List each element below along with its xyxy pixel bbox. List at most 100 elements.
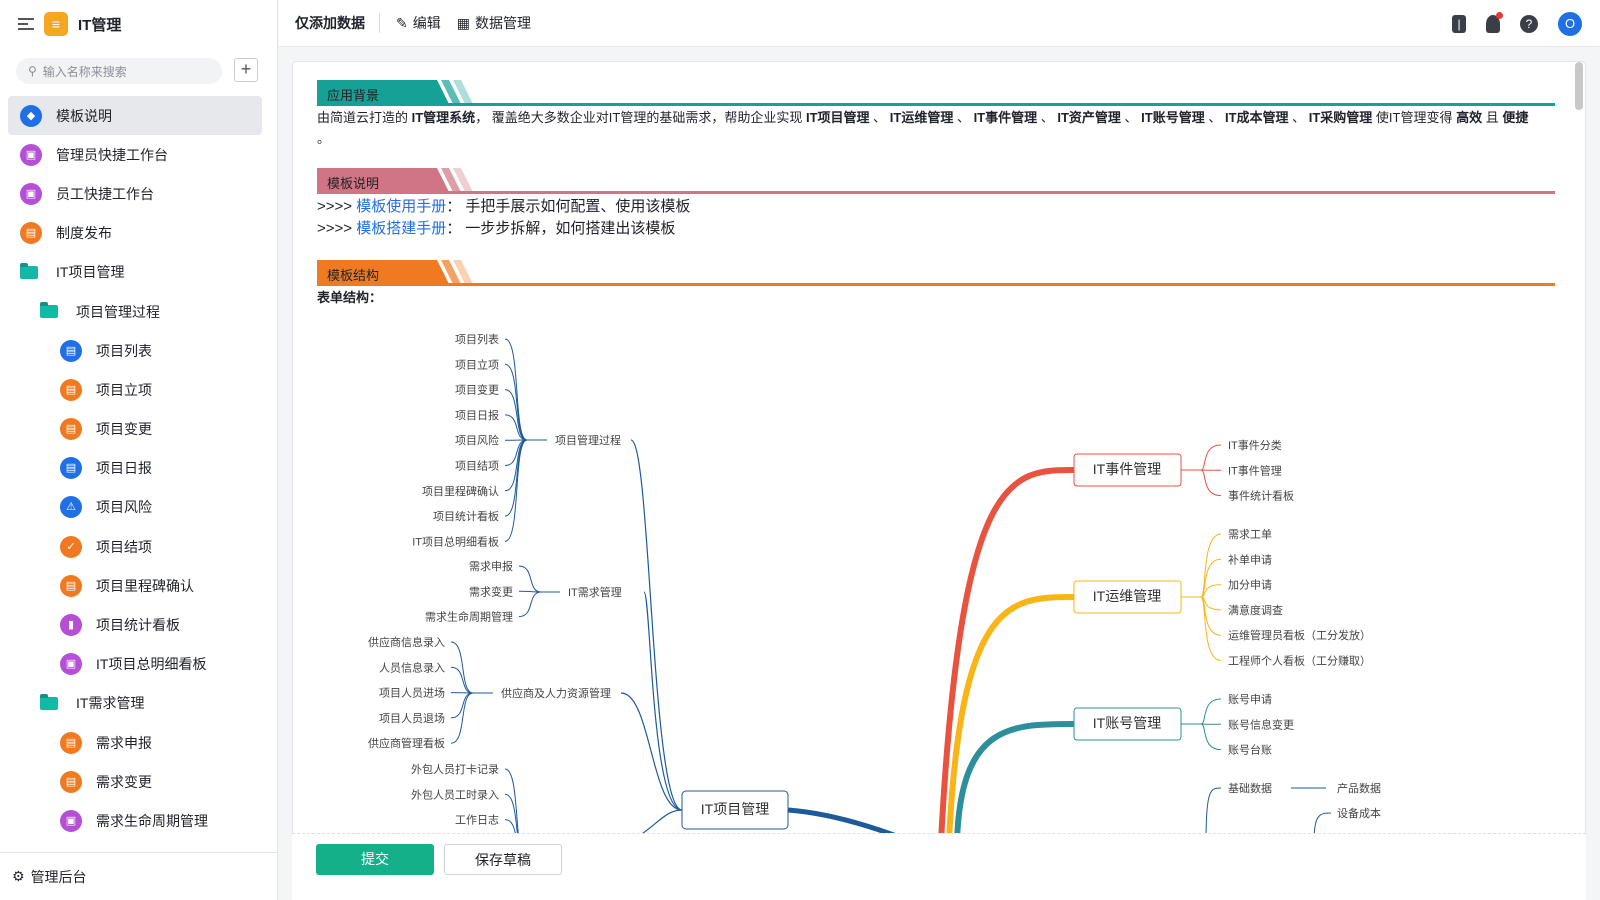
sidebar-item-label: IT项目管理 [56, 264, 125, 281]
edit-label: 编辑 [412, 15, 441, 31]
form-footer: 提交 保存草稿 [292, 833, 1586, 900]
intro-run: ， 覆盖绝大多数企业对IT管理的基础需求，帮助企业实现 [475, 110, 806, 125]
mindmap-link [1200, 723, 1222, 751]
mindmap-link [450, 666, 474, 694]
sidebar-item[interactable]: IT项目管理 [8, 253, 262, 292]
intro-run: 便捷 [1502, 110, 1529, 125]
mindmap-node: IT事件分类 [1228, 438, 1282, 452]
mindmap-link [518, 591, 542, 618]
mindmap-link [1200, 444, 1222, 471]
intro-run: 、 [953, 110, 974, 125]
section-title: 模板结构 [317, 260, 427, 284]
prefix: >>>> [317, 198, 357, 215]
mindmap-node: 项目人员退场 [379, 711, 445, 725]
sidebar-item-label: 模板说明 [56, 107, 112, 124]
content-card: 应用背景 由简道云打造的 IT管理系统， 覆盖绝大多数企业对IT管理的基础需求，… [292, 61, 1586, 900]
avatar[interactable]: O [1558, 12, 1582, 36]
intro-run: IT成本管理 [1224, 110, 1289, 125]
intro-run: IT账号管理 [1141, 110, 1205, 125]
mindmap-node: 项目里程碑确认 [422, 485, 499, 498]
mindmap-node: IT事件管理 [1228, 463, 1282, 477]
sidebar-item[interactable]: ◆ 模板说明 [8, 96, 262, 136]
sidebar-item-label: 需求申报 [96, 734, 152, 751]
intro-run: 使IT管理变得 [1372, 110, 1457, 125]
sidebar-item-label: 项目里程碑确认 [96, 577, 194, 594]
brand: ≡ IT管理 [18, 12, 121, 36]
sidebar-item[interactable]: ▮项目统计看板 [8, 605, 262, 644]
mindmap-node: 供应商信息录入 [368, 635, 445, 649]
mindmap-link [504, 414, 528, 441]
mindmap-link [1200, 698, 1222, 725]
scrollbar[interactable] [1575, 62, 1583, 110]
folder-icon [20, 262, 38, 279]
mindmap-link [450, 692, 474, 719]
form-icon: ▤ [60, 378, 82, 401]
sidebar-item[interactable]: IT需求管理 [8, 684, 262, 723]
mindmap-node: 工作日志 [455, 814, 499, 827]
mindmap-node: 需求变更 [469, 584, 513, 598]
sidebar-item-label: 项目变更 [96, 421, 152, 438]
submit-button[interactable]: 提交 [316, 844, 434, 875]
mindmap-group: 项目管理过程 [555, 433, 621, 447]
sidebar-item-label: 项目结项 [96, 538, 152, 555]
intro-run: 、 [1288, 110, 1309, 125]
sidebar-item-label: 员工快捷工作台 [56, 185, 154, 202]
menu-icon[interactable] [18, 18, 34, 30]
mindmap-node: 需求生命周期管理 [425, 610, 513, 624]
intro-run: IT运维管理 [889, 110, 954, 125]
sidebar-item[interactable]: ▤需求变更 [8, 762, 262, 801]
bell-icon[interactable] [1486, 12, 1503, 33]
form-icon: ▤ [60, 339, 82, 362]
mindmap-node: 项目人员进场 [379, 686, 445, 700]
sidebar-item[interactable]: ▤制度发布 [8, 214, 262, 253]
intro-run: 。 [317, 131, 331, 146]
warning-icon: ⚠ [60, 496, 82, 519]
mindmap-link [450, 692, 474, 744]
manual-link[interactable]: 模板使用手册 [356, 198, 447, 215]
mindmap-link [504, 439, 528, 542]
shield-icon: ✓ [60, 535, 82, 558]
section-title: 模板说明 [317, 168, 427, 192]
save-draft-button[interactable]: 保存草稿 [444, 844, 562, 875]
sidebar-item[interactable]: ▤需求申报 [8, 723, 262, 762]
mindmap-node: 项目变更 [455, 383, 499, 397]
mindmap-node: 人员信息录入 [379, 660, 445, 674]
sidebar-item[interactable]: ▣需求生命周期管理 [8, 801, 262, 840]
manual-link[interactable]: 模板搭建手册 [356, 220, 447, 237]
mindmap-node: 项目风险 [455, 433, 499, 447]
add-button[interactable]: + [234, 58, 258, 82]
dashboard-icon: ▣ [20, 182, 42, 205]
data-manage-button[interactable]: ▦数据管理 [457, 13, 531, 33]
sidebar-item[interactable]: ▤项目日报 [8, 449, 262, 488]
admin-link[interactable]: ⚙管理后台 [0, 852, 278, 900]
edit-button[interactable]: ✎编辑 [396, 13, 441, 33]
sidebar-item[interactable]: ▤项目列表 [8, 331, 262, 370]
mindmap-node: 设备成本 [1337, 806, 1381, 820]
mindmap-branch [954, 721, 1075, 842]
sidebar-item[interactable]: ⚠项目风险 [8, 488, 262, 527]
sidebar-item[interactable]: ✓ 项目结项 [8, 527, 262, 566]
mindmap-node: 项目立项 [455, 357, 499, 371]
mindmap-node: 账号台账 [1228, 743, 1272, 757]
sidebar-item[interactable]: ▣IT项目总明细看板 [8, 645, 262, 684]
search-input[interactable]: ⚲输入名称来搜索 [16, 58, 222, 84]
form-icon: ▤ [20, 222, 42, 245]
sidebar-item[interactable]: ▤项目变更 [8, 410, 262, 449]
mindmap-root-label: IT项目管理 [701, 801, 769, 817]
tag-icon: ◆ [20, 104, 42, 127]
sidebar-item[interactable]: 项目管理过程 [8, 292, 262, 331]
dashboard-icon: ▣ [20, 143, 42, 166]
mindmap-link [630, 439, 683, 811]
sidebar-item[interactable]: ▤项目里程碑确认 [8, 566, 262, 605]
mindmap-group: IT账号管理 [1093, 715, 1161, 731]
sidebar-item[interactable]: ▣管理员快捷工作台 [8, 135, 262, 174]
intro-run: 且 [1482, 110, 1503, 125]
mindmap-link [643, 591, 683, 811]
form-icon: ▤ [60, 457, 82, 480]
sidebar-item[interactable]: ▣ 员工快捷工作台 [8, 174, 262, 213]
notebook-icon[interactable]: | [1452, 15, 1466, 33]
help-icon[interactable]: ? [1520, 15, 1538, 33]
app-icon: ≡ [44, 12, 68, 36]
link-desc: ： 一步步拆解，如何搭建出该模板 [446, 220, 676, 237]
sidebar-item[interactable]: ▤项目立项 [8, 370, 262, 409]
